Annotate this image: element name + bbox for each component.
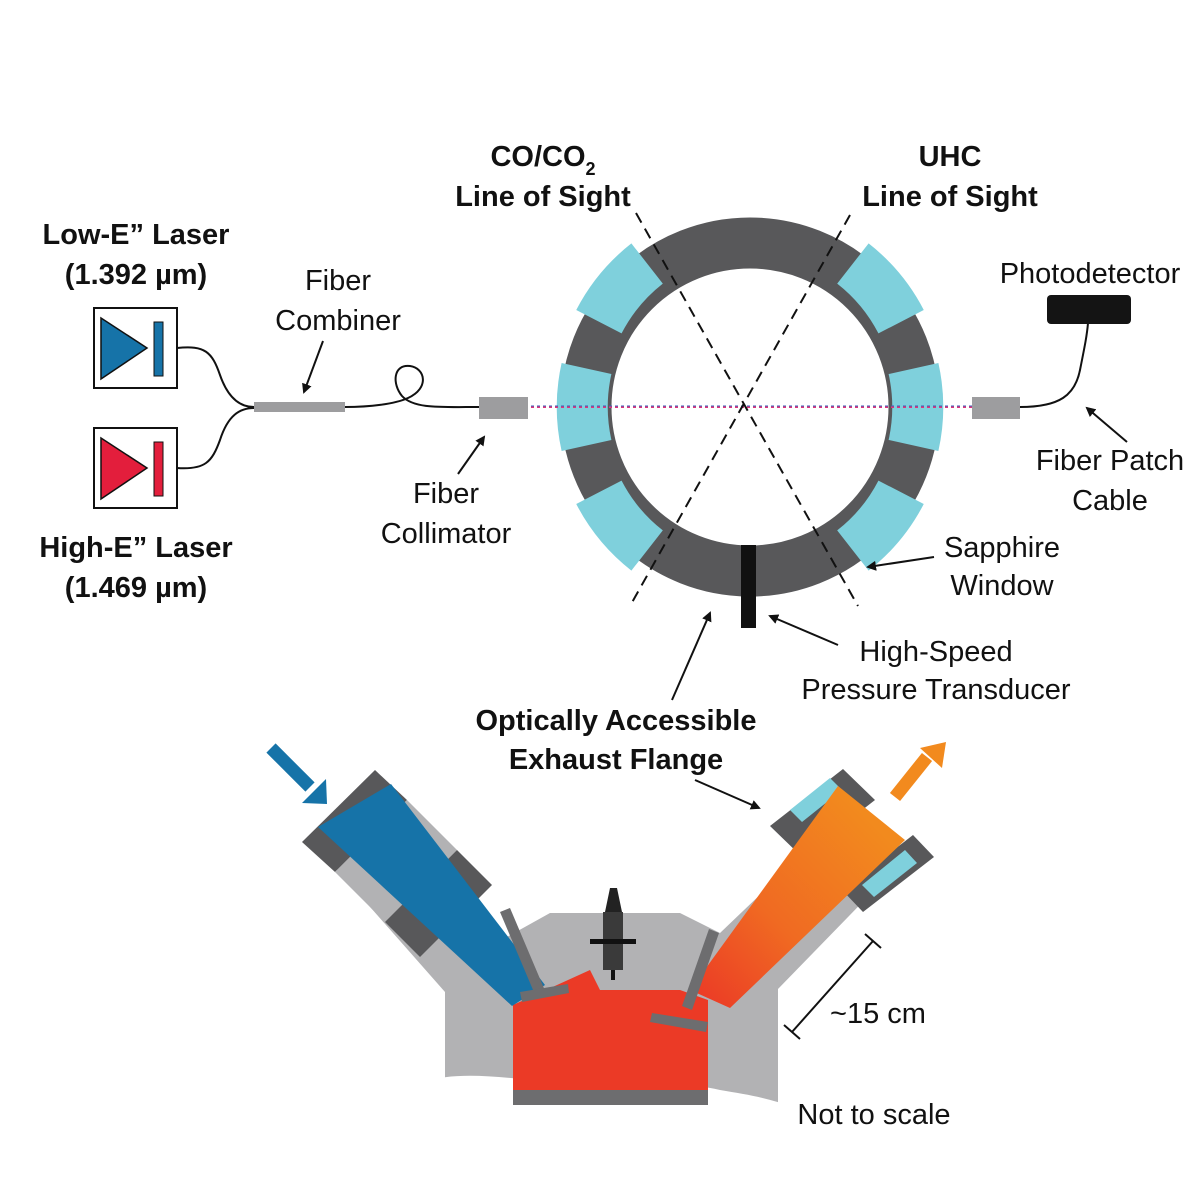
receive-collimator [972,397,1020,419]
diode-bar-blue [153,321,164,377]
fiber-optics [176,322,1089,470]
high-laser-label: High-E” Laser [39,532,232,564]
exhaust-window-top [790,778,842,822]
pressure-transducer [741,545,756,628]
sapphire-window-co-top [576,243,664,335]
text-labels: CO/CO2 Line of Sight UHC Line of Sight L… [39,141,1184,1131]
fiber-loop [344,364,481,409]
fiber-collimator-label: Fiber [413,478,479,510]
low-laser-label: Low-E” Laser [43,219,230,251]
spark-plug [590,888,636,980]
exhaust-flange-label: Optically Accessible [475,705,756,737]
intake-valve [500,908,569,1002]
fiber-collimator-label-2: Collimator [381,518,512,550]
photodetector [1047,295,1131,324]
fiber-high [176,407,255,470]
photodetector-label: Photodetector [1000,258,1181,290]
pressure-transducer-label: High-Speed [859,636,1012,668]
exhaust-port [690,786,905,1008]
diode-bar-red [153,441,164,497]
not-to-scale-label: Not to scale [797,1099,950,1131]
fiber-combiner-label-2: Combiner [275,305,401,337]
fiber-patch-label-2: Cable [1072,485,1148,517]
diode-triangle-red [100,436,149,501]
sapphire-window-label: Sapphire [944,532,1060,564]
exhaust-flow-arrow [889,742,946,802]
high-laser-wavelength: (1.469 µm) [65,572,207,604]
co-line-of-sight-label: CO/CO2 [490,141,595,179]
engine-cross-section [302,769,934,1105]
exhaust-window-bottom [862,850,917,897]
fiber-patch-cable [1019,322,1089,408]
sapphire-window-left [556,362,612,452]
intake-flow-arrow [266,743,327,804]
exhaust-valve [650,929,719,1032]
uhc-line-of-sight-label-2: Line of Sight [862,181,1038,213]
intake-port [318,784,545,1006]
sapphire-window-uhc-top [836,243,924,335]
pressure-transducer-label-2: Pressure Transducer [801,674,1071,706]
engine-body [312,790,884,1105]
laser-low-energy [93,307,178,389]
combustion-chamber [513,970,708,1090]
fiber-low [176,346,255,408]
pointer-arrows [302,340,1128,810]
dimension-15cm [783,933,882,1040]
uhc-line-of-sight [629,214,851,607]
uhc-line-of-sight-label: UHC [919,141,982,173]
optical-ring [531,212,972,628]
co-line-of-sight-label-2: Line of Sight [455,181,631,213]
fiber-combiner [254,402,345,412]
fiber-patch-label: Fiber Patch [1036,445,1184,477]
laser-high-energy [93,427,178,509]
diode-triangle-blue [100,316,149,381]
co-line-of-sight [635,212,859,607]
exhaust-flange-label-2: Exhaust Flange [509,744,723,776]
sapphire-window-uhc-bottom [576,479,664,571]
sapphire-windows [556,243,944,571]
dimension-label: ~15 cm [830,998,926,1030]
low-laser-wavelength: (1.392 µm) [65,259,207,291]
sapphire-window-label-2: Window [950,570,1054,602]
fiber-combiner-label: Fiber [305,265,371,297]
sapphire-window-co-bottom [836,479,924,571]
fiber-collimator [479,397,528,419]
